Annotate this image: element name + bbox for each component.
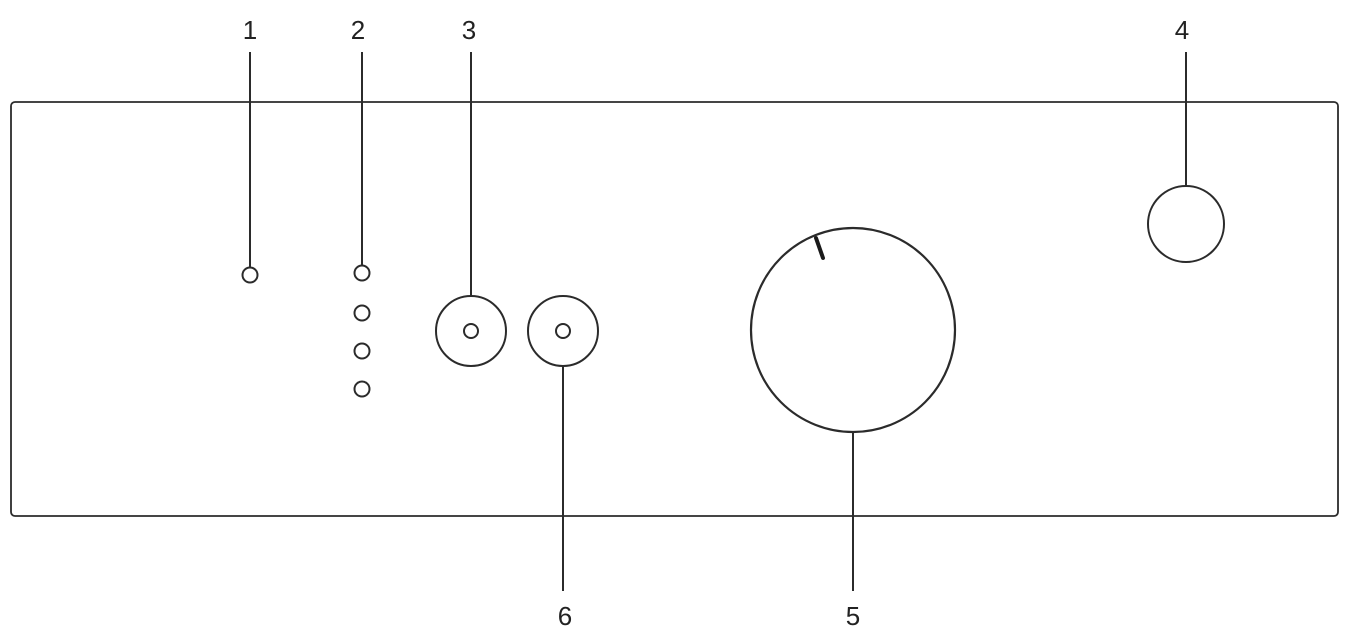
indicator-light-1	[241, 266, 259, 284]
button-3-ring[interactable]	[435, 295, 507, 367]
indicator-light	[353, 380, 371, 398]
selector-dial[interactable]	[749, 226, 957, 434]
selector-dial-5[interactable]	[749, 226, 957, 434]
indicator-light	[353, 342, 371, 360]
callout-number-5: 5	[846, 601, 860, 631]
callout-number-1: 1	[243, 15, 257, 45]
dial-pointer-mark	[814, 236, 825, 260]
button-6-ring[interactable]	[527, 295, 599, 367]
control-panel-outline	[10, 101, 1339, 517]
button-6[interactable]	[527, 295, 599, 367]
callout-number-4: 4	[1175, 15, 1189, 45]
indicator-light-group-2	[353, 264, 371, 398]
callout-number-3: 3	[462, 15, 476, 45]
button-3-light	[463, 323, 479, 339]
callout-number-2: 2	[351, 15, 365, 45]
callout-number-6: 6	[558, 601, 572, 631]
indicator-light	[353, 264, 371, 282]
power-button-4[interactable]	[1147, 185, 1225, 263]
indicator-light	[353, 304, 371, 322]
button-3[interactable]	[435, 295, 507, 367]
leader-lines	[249, 52, 1187, 591]
button-6-light	[555, 323, 571, 339]
